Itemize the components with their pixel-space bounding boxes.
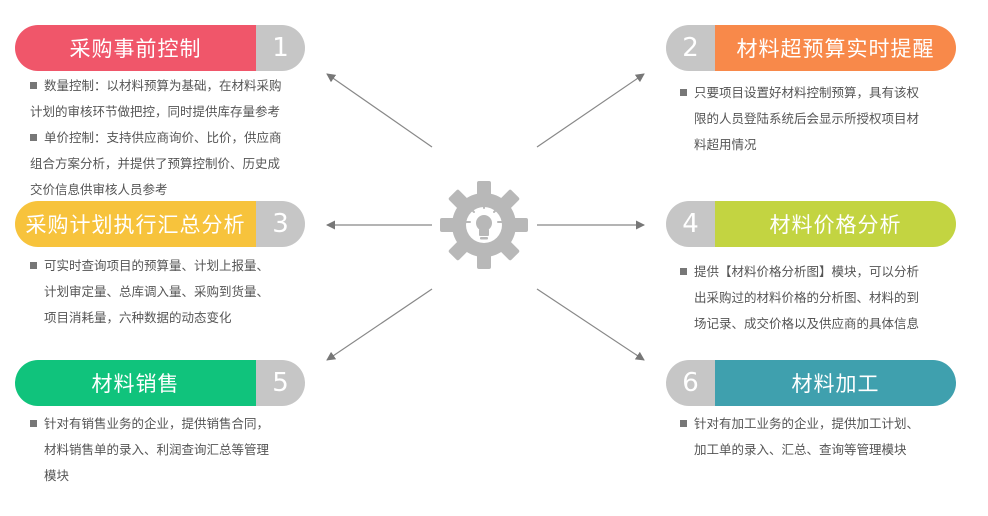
bullet-square-icon	[30, 134, 37, 141]
bullet-item: 针对有加工业务的企业，提供加工计划、	[680, 411, 970, 437]
bullet-item: 数量控制：以材料预算为基础，在材料采购	[30, 73, 330, 99]
module-3-header: 采购计划执行汇总分析 3	[15, 201, 305, 247]
module-2-number: 2	[666, 25, 715, 71]
bullet-text: 针对有销售业务的企业，提供销售合同，	[44, 416, 270, 431]
bullet-item: 可实时查询项目的预算量、计划上报量、	[30, 253, 330, 279]
gear-lightbulb-icon	[440, 181, 528, 269]
bullet-text: 数量控制：以材料预算为基础，在材料采购	[44, 78, 282, 93]
module-5-description: 针对有销售业务的企业，提供销售合同， 材料销售单的录入、利润查询汇总等管理 模块	[30, 411, 330, 489]
bullet-item: 针对有销售业务的企业，提供销售合同，	[30, 411, 330, 437]
module-5-header: 材料销售 5	[15, 360, 305, 406]
bullet-text: 提供【材料价格分析图】模块，可以分析	[694, 264, 920, 279]
module-3-description: 可实时查询项目的预算量、计划上报量、 计划审定量、总库调入量、采购到货量、 项目…	[30, 253, 330, 331]
bullet-text: 加工单的录入、汇总、查询等管理模块	[694, 442, 907, 457]
bullet-text: 模块	[44, 468, 70, 483]
bullet-text: 项目消耗量，六种数据的动态变化	[44, 310, 232, 325]
bullet-text: 限的人员登陆系统后会显示所授权项目材	[694, 111, 920, 126]
bullet-item: 提供【材料价格分析图】模块，可以分析	[680, 259, 970, 285]
module-1-description: 数量控制：以材料预算为基础，在材料采购 计划的审核环节做把控，同时提供库存量参考…	[30, 73, 330, 203]
bullet-text: 针对有加工业务的企业，提供加工计划、	[694, 416, 920, 431]
bullet-item: 单价控制：支持供应商询价、比价，供应商	[30, 125, 330, 151]
arrow-to-module-5	[326, 288, 433, 361]
bullet-square-icon	[30, 420, 37, 427]
module-6-header: 6 材料加工	[666, 360, 956, 406]
bullet-square-icon	[30, 262, 37, 269]
bullet-square-icon	[30, 82, 37, 89]
bullet-text: 交价信息供审核人员参考	[30, 182, 168, 197]
module-5-number: 5	[256, 360, 305, 406]
module-4-number: 4	[666, 201, 715, 247]
arrow-to-module-1	[326, 73, 433, 148]
module-6-number: 6	[666, 360, 715, 406]
bullet-text: 料超用情况	[694, 137, 757, 152]
module-2-header: 2 材料超预算实时提醒	[666, 25, 956, 71]
module-1-header: 采购事前控制 1	[15, 25, 305, 71]
module-6-description: 针对有加工业务的企业，提供加工计划、 加工单的录入、汇总、查询等管理模块	[680, 411, 970, 463]
bullet-text: 出采购过的材料价格的分析图、材料的到	[694, 290, 920, 305]
module-1-title: 采购事前控制	[15, 25, 256, 71]
bullet-text: 材料销售单的录入、利润查询汇总等管理	[44, 442, 270, 457]
bullet-text: 组合方案分析，并提供了预算控制价、历史成	[30, 156, 281, 171]
bullet-text: 计划审定量、总库调入量、采购到货量、	[44, 284, 270, 299]
module-2-description: 只要项目设置好材料控制预算，具有该权 限的人员登陆系统后会显示所授权项目材 料超…	[680, 80, 960, 158]
bullet-text: 可实时查询项目的预算量、计划上报量、	[44, 258, 270, 273]
bullet-square-icon	[680, 268, 687, 275]
bullet-text: 只要项目设置好材料控制预算，具有该权	[694, 85, 920, 100]
module-5-title: 材料销售	[15, 360, 256, 406]
module-4-header: 4 材料价格分析	[666, 201, 956, 247]
module-4-description: 提供【材料价格分析图】模块，可以分析 出采购过的材料价格的分析图、材料的到 场记…	[680, 259, 970, 337]
bullet-text: 计划的审核环节做把控，同时提供库存量参考	[30, 104, 281, 119]
bullet-item: 只要项目设置好材料控制预算，具有该权	[680, 80, 960, 106]
bullet-text: 单价控制：支持供应商询价、比价，供应商	[44, 130, 282, 145]
bullet-square-icon	[680, 89, 687, 96]
module-1-number: 1	[256, 25, 305, 71]
bullet-text: 场记录、成交价格以及供应商的具体信息	[694, 316, 920, 331]
module-3-number: 3	[256, 201, 305, 247]
module-4-title: 材料价格分析	[715, 201, 956, 247]
module-2-title: 材料超预算实时提醒	[715, 25, 956, 71]
arrow-to-module-6	[536, 288, 645, 361]
arrow-to-module-2	[536, 73, 645, 148]
bullet-square-icon	[680, 420, 687, 427]
module-3-title: 采购计划执行汇总分析	[15, 201, 256, 247]
module-6-title: 材料加工	[715, 360, 956, 406]
